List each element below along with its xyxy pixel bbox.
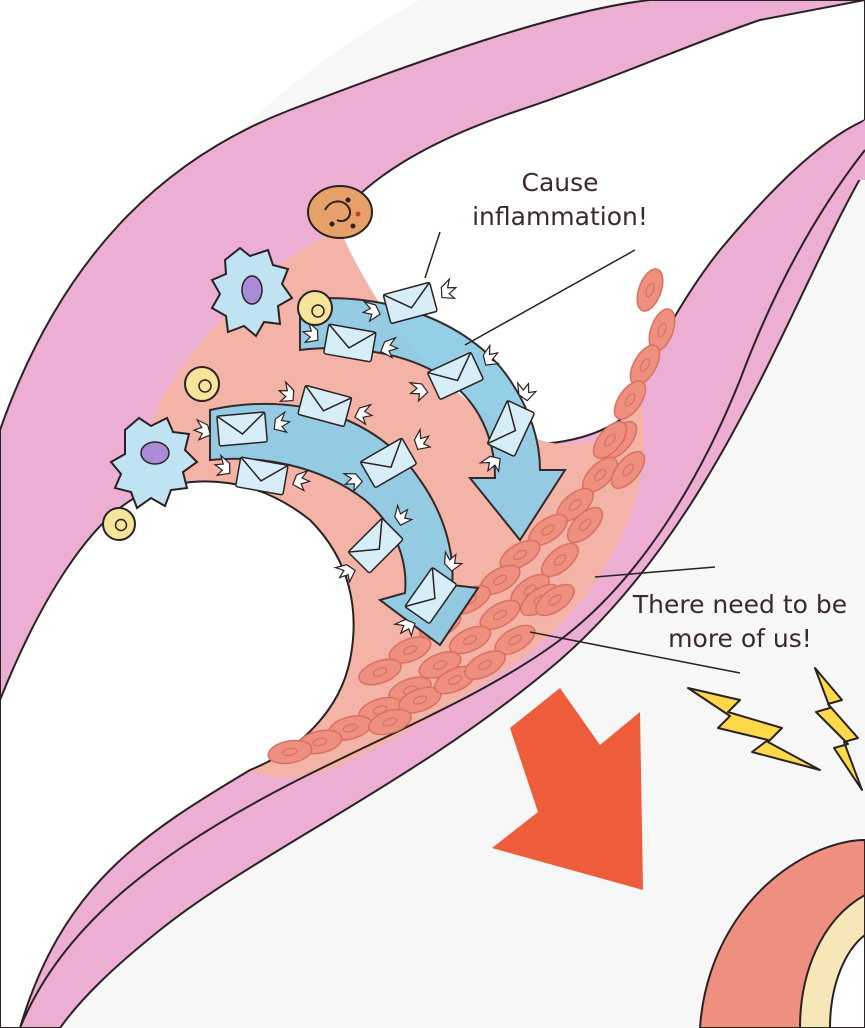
lymphocyte-icon bbox=[298, 291, 332, 325]
cause-label-line1: Cause bbox=[440, 166, 680, 200]
lymphocyte-icon bbox=[103, 508, 135, 540]
lymphocyte-icon bbox=[185, 367, 219, 401]
more-label-line2: more of us! bbox=[610, 622, 865, 656]
cause-label-line2: inflammation! bbox=[440, 200, 680, 234]
mast-cell-icon bbox=[308, 186, 372, 238]
need-more-label: There need to be more of us! bbox=[610, 588, 865, 656]
more-label-line1: There need to be bbox=[610, 588, 865, 622]
cause-inflammation-label: Cause inflammation! bbox=[440, 166, 680, 234]
